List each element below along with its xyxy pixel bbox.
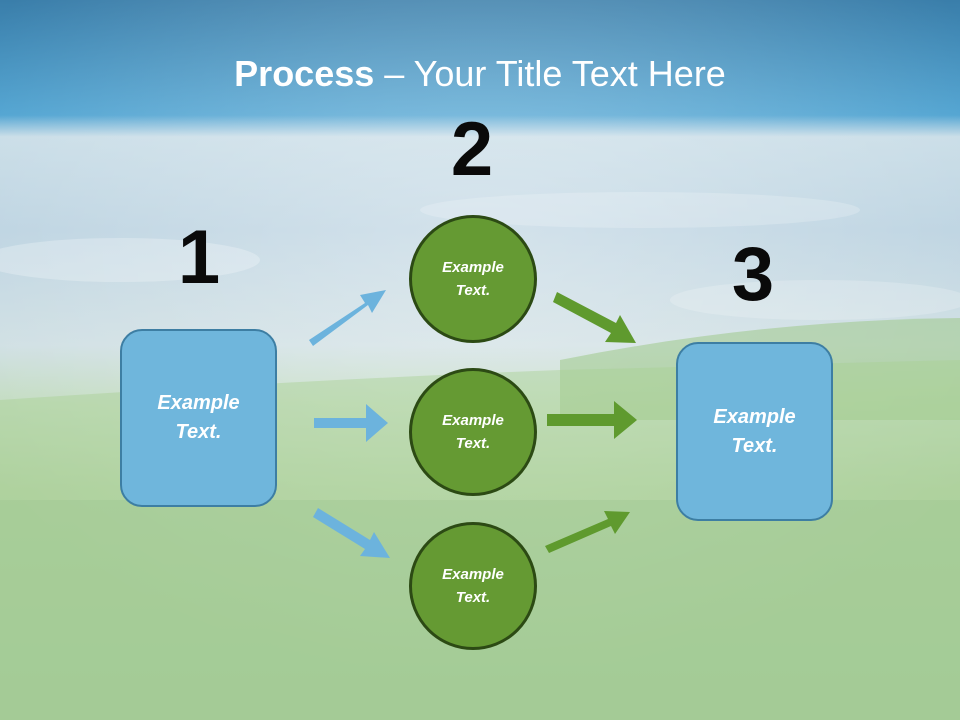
center-circle-middle-label: Example Text. (442, 412, 504, 452)
step-1-box: Example Text. (120, 329, 277, 507)
title-separator: – (374, 53, 414, 94)
step-3-label: Example Text. (713, 405, 796, 457)
center-circle-top: Example Text. (409, 215, 537, 343)
arrow-green-down (553, 292, 636, 343)
slide-title: Process – Your Title Text Here (0, 52, 960, 96)
center-circle-bottom-label: Example Text. (442, 566, 504, 606)
title-bold: Process (234, 53, 375, 94)
step-number-2: 2 (450, 107, 494, 192)
title-rest: Your Title Text Here (413, 53, 726, 94)
step-number-3: 3 (731, 232, 775, 317)
center-circle-bottom: Example Text. (409, 522, 537, 650)
step-3-box: Example Text. (676, 342, 833, 521)
step-number-1: 1 (177, 215, 221, 300)
center-circle-middle: Example Text. (409, 368, 537, 496)
arrow-green-middle (547, 401, 637, 439)
arrow-blue-up (309, 290, 386, 346)
arrow-blue-middle (314, 404, 388, 442)
step-1-label: Example Text. (157, 392, 240, 443)
arrow-green-up (545, 511, 630, 553)
center-circle-top-label: Example Text. (442, 259, 504, 299)
arrow-blue-down (313, 508, 390, 558)
